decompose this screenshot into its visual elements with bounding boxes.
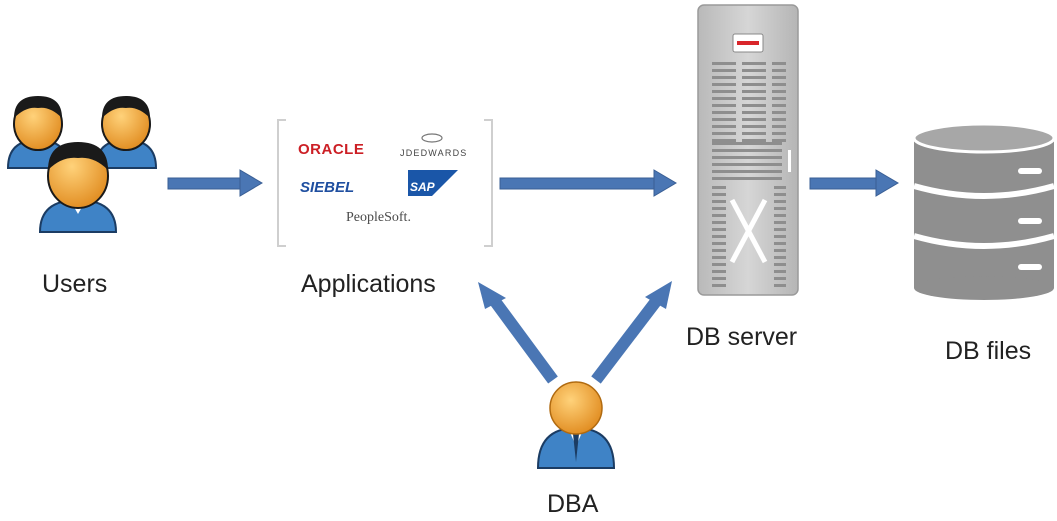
- jdedwards-logo: JDEDWARDS: [400, 133, 467, 158]
- db-server-label: DB server: [686, 323, 798, 351]
- svg-text:SAP: SAP: [410, 180, 436, 194]
- svg-text:JDEDWARDS: JDEDWARDS: [400, 148, 467, 158]
- arrow-dba-to-db-server: [591, 281, 672, 384]
- arrow-users-to-applications: [167, 169, 263, 197]
- db-files-icon: [912, 122, 1056, 300]
- db-files-label: DB files: [945, 337, 1032, 365]
- users-icon: [6, 96, 158, 233]
- peoplesoft-logo: PeopleSoft.: [346, 210, 411, 225]
- arrow-dba-to-applications: [478, 282, 558, 384]
- dba-person-icon: [536, 381, 616, 469]
- arrows: [167, 169, 899, 384]
- sap-logo: SAP: [408, 170, 458, 196]
- oracle-logo: ORACLE: [298, 141, 364, 158]
- siebel-logo: SIEBEL: [300, 179, 354, 196]
- server-vents: [712, 62, 786, 287]
- arrow-db-server-to-db-files: [809, 169, 899, 197]
- applications-logo-box: ORACLE JDEDWARDS SIEBEL SAP PeopleSoft.: [277, 119, 493, 247]
- jdedwards-emblem-icon: [421, 133, 443, 143]
- applications-label: Applications: [301, 270, 436, 298]
- db-server-icon: [697, 4, 799, 296]
- server-x-emblem-icon: [729, 198, 768, 264]
- dba-label: DBA: [547, 490, 599, 518]
- users-label: Users: [42, 270, 108, 298]
- user-person-icon: [38, 142, 118, 233]
- arrow-applications-to-db-server: [499, 169, 677, 197]
- user-person-icon: [94, 96, 158, 169]
